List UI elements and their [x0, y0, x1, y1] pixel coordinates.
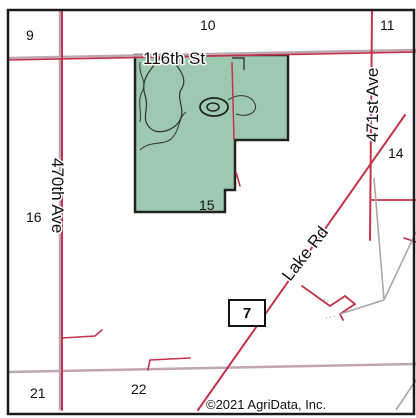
roads — [7, 9, 416, 411]
drainage-line — [231, 61, 235, 141]
road-label-116th-st: 116th St — [143, 49, 205, 68]
map-frame — [6, 8, 416, 416]
field-polygon — [133, 53, 290, 214]
water-marks — [319, 297, 337, 319]
section-number-sw: 21 — [30, 385, 46, 401]
road-116th-st — [7, 51, 416, 61]
route-marker-number: 7 — [243, 305, 251, 322]
section-number-nw: 9 — [26, 27, 34, 43]
field-inner-boundary-3 — [139, 111, 187, 151]
section-number-s: 22 — [131, 381, 147, 397]
route-marker-box — [228, 299, 266, 327]
pond-outer — [199, 97, 229, 117]
field-notch — [232, 57, 245, 70]
road-stub-2 — [301, 285, 357, 321]
section-number-e: 14 — [388, 145, 404, 161]
section-number-w: 16 — [26, 209, 42, 225]
section-line-north — [7, 48, 416, 60]
road-stub-4 — [147, 357, 191, 371]
section-lines — [7, 10, 416, 410]
track-1 — [373, 177, 385, 301]
road-471st-ave — [369, 9, 373, 241]
road-label-470th-ave: 470th Ave — [48, 158, 67, 233]
track-2 — [383, 231, 416, 301]
road-lake-rd — [197, 114, 406, 411]
field-inner-boundary — [143, 57, 185, 133]
route-marker: 7 — [228, 299, 266, 327]
track-4 — [395, 379, 416, 411]
section-number-ne: 11 — [380, 17, 395, 33]
road-label-lake-rd: Lake Rd — [278, 223, 332, 285]
pond-wetland-edge — [227, 95, 257, 116]
section-line-south — [7, 362, 416, 374]
tracks — [339, 177, 416, 411]
water-dots-1 — [319, 297, 331, 303]
field-parcel[interactable] — [133, 53, 290, 214]
road-stub-5 — [235, 171, 241, 187]
copyright-text: ©2021 AgriData, Inc. — [206, 397, 326, 412]
track-3 — [339, 299, 385, 315]
section-number-n: 10 — [200, 17, 216, 33]
field-inner-boundary-2 — [139, 61, 145, 123]
road-label-471st-ave: 471st Ave — [363, 68, 382, 142]
water-dots-2 — [325, 315, 337, 319]
section-number-field: 15 — [199, 197, 215, 213]
road-stub-3 — [61, 329, 103, 339]
pond-inner — [206, 102, 220, 112]
